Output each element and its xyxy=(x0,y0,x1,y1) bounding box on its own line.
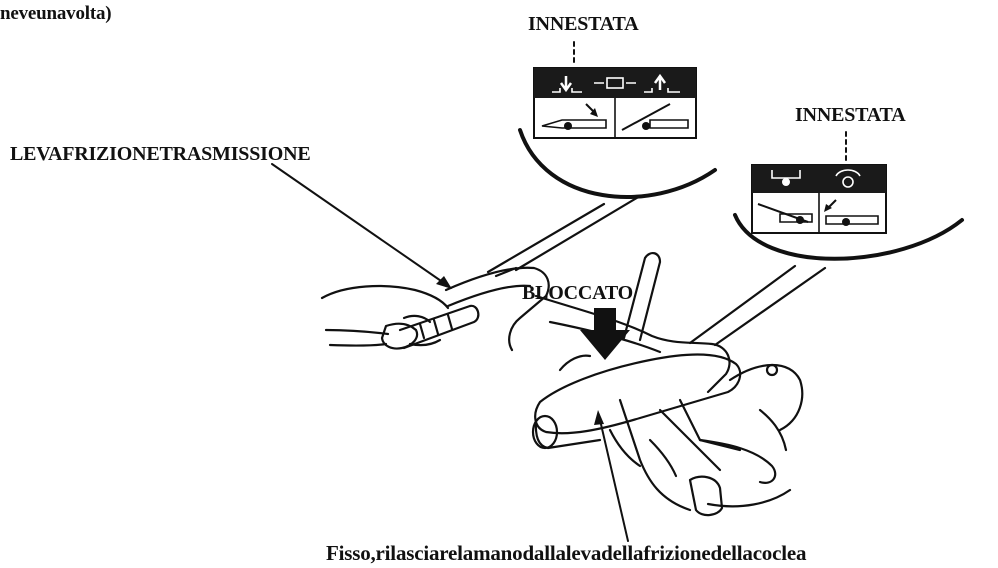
clutch-pointer-line xyxy=(271,163,445,284)
top-left-fragment: neveunavolta) xyxy=(0,3,112,24)
engaged-label-2: INNESTATA xyxy=(795,104,906,126)
callout-line-2b xyxy=(713,266,827,347)
auger-clutch-decal-icon xyxy=(751,164,887,234)
auger-clutch-lever xyxy=(534,294,731,394)
bottom-pointer-head xyxy=(594,410,604,425)
grip xyxy=(398,304,480,350)
arrow-down-icon xyxy=(580,308,630,360)
drive-clutch-decal-icon xyxy=(533,67,697,139)
handlebar-icon xyxy=(534,353,742,435)
bottom-note: Fisso,rilasciarelamanodallalevadellafriz… xyxy=(326,541,807,565)
callout-line-1b xyxy=(486,202,606,274)
drive-clutch-lever-label: LEVAFRIZIONETRASMISSIONE xyxy=(10,143,311,165)
bottom-pointer-line xyxy=(599,419,629,542)
clutch-pointer-head xyxy=(436,276,452,289)
callout-bowl-2 xyxy=(733,213,964,261)
drive-clutch-lever xyxy=(444,266,550,352)
upright-stick xyxy=(622,252,662,342)
callout-line-1a xyxy=(514,194,642,272)
hand-icon xyxy=(320,284,450,350)
engaged-label-1: INNESTATA xyxy=(528,13,639,35)
locked-label: BLOCCATO xyxy=(522,282,634,304)
callout-line-2a xyxy=(688,264,797,345)
callout-bowl-1 xyxy=(518,128,717,199)
